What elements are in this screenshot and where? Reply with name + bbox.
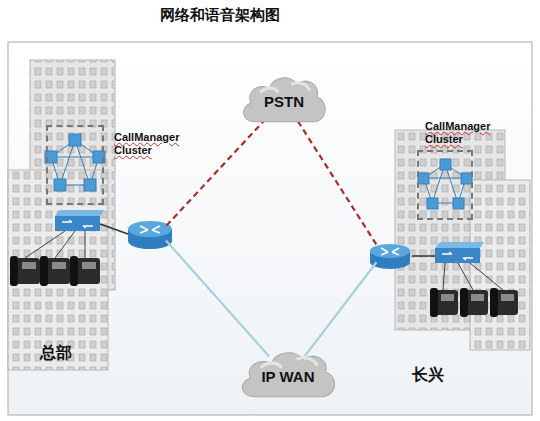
- site-name: 总部: [40, 343, 72, 364]
- cluster-label: CallManager Cluster: [114, 131, 176, 157]
- cluster-label: CallManager Cluster: [425, 120, 487, 146]
- branch-building: [395, 130, 530, 350]
- cluster-box: CallManager Cluster: [417, 150, 473, 220]
- cloud-label: PSTN: [264, 93, 304, 110]
- branch-lan: [370, 242, 518, 317]
- hq-lan: [10, 210, 172, 286]
- frame: [8, 42, 532, 415]
- site-building: 长兴 CallManager Cluster: [362, 100, 532, 400]
- pstn-link: [298, 121, 378, 247]
- hq-building: [8, 60, 115, 370]
- diagram-title: 网络和语音架构图: [0, 6, 440, 25]
- pstn-link: [166, 120, 265, 226]
- network-cloud: PSTN: [238, 70, 330, 132]
- site-name: 长兴: [412, 365, 444, 386]
- site-building: 总部 CallManager Cluster: [8, 55, 178, 375]
- wan-link: [166, 240, 269, 356]
- wan-link: [305, 262, 377, 356]
- cluster-box: CallManager Cluster: [46, 125, 104, 205]
- server-cluster: [45, 134, 105, 191]
- cloud-label: IP WAN: [261, 368, 314, 385]
- server-cluster: [418, 159, 472, 209]
- network-cloud: IP WAN: [236, 345, 340, 407]
